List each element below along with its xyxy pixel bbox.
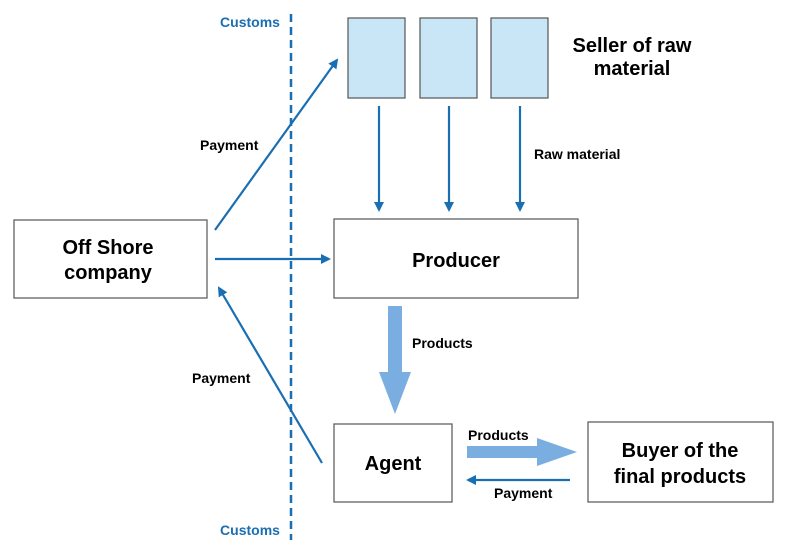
arrow-payment-to-seller xyxy=(214,58,339,231)
offshore-label-line2: company xyxy=(64,262,153,284)
label-raw-material: Raw material xyxy=(534,146,620,162)
seller-box-2 xyxy=(419,17,478,99)
label-payment-to-offshore: Payment xyxy=(192,370,251,386)
seller-label-line2: material xyxy=(594,58,671,80)
agent-box xyxy=(333,423,453,503)
agent-label: Agent xyxy=(365,453,422,475)
offshore-box xyxy=(13,219,208,299)
producer-label: Producer xyxy=(412,250,500,272)
buyer-box xyxy=(587,421,774,503)
customs-top-label: Customs xyxy=(220,14,280,30)
arrow-payment-to-offshore xyxy=(217,286,323,464)
offshore-label-line1: Off Shore xyxy=(62,237,153,259)
arrow-products-down xyxy=(379,306,411,414)
seller-box-3 xyxy=(490,17,549,99)
producer-box xyxy=(333,218,579,299)
arrow-products-to-buyer xyxy=(467,438,577,466)
customs-bottom-label: Customs xyxy=(220,522,280,538)
label-products-to-buyer: Products xyxy=(468,427,529,443)
buyer-label-line1: Buyer of the xyxy=(622,440,739,462)
seller-label-line1: Seller of raw xyxy=(573,35,692,57)
label-payment-to-seller: Payment xyxy=(200,137,259,153)
label-products-down: Products xyxy=(412,335,473,351)
seller-box-1 xyxy=(347,17,406,99)
buyer-label-line2: final products xyxy=(614,466,746,488)
label-payment-to-agent: Payment xyxy=(494,485,553,501)
